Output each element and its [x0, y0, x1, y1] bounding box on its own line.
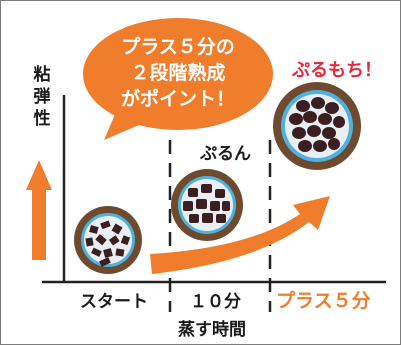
rice-bowl-icon [74, 206, 142, 274]
x-axis-label: 蒸す時間 [178, 320, 246, 340]
speech-bubble-icon [83, 18, 273, 140]
rice-bowl-icon [273, 82, 361, 170]
result-label: ぷるもち！ [292, 60, 382, 81]
x-tick-plus5: プラス５分 [276, 290, 371, 312]
mid-label: ぷるん [200, 144, 251, 164]
y-axis-label: 粘弾性 [33, 65, 51, 129]
growth-arrow-icon [150, 196, 330, 274]
x-tick-10min: １０分 [190, 292, 241, 312]
rice-bowl-icon [171, 169, 243, 241]
x-tick-start: スタート [80, 292, 148, 312]
up-arrow-icon [26, 160, 52, 260]
